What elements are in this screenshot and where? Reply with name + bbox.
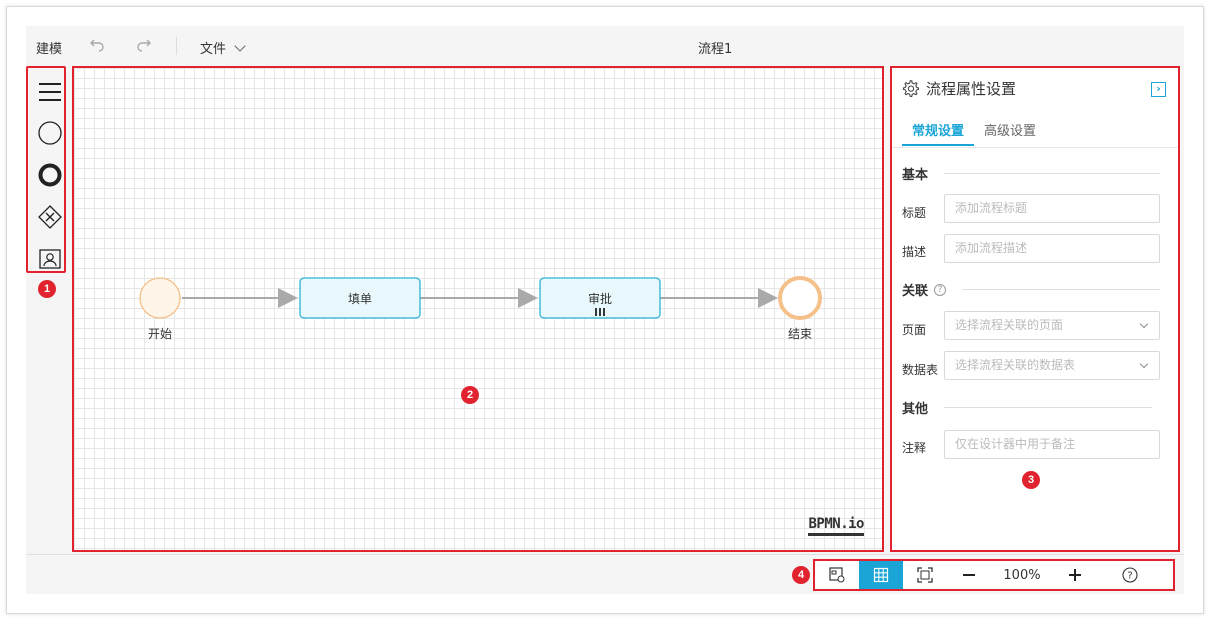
annotation-badge-1: 1	[38, 280, 56, 298]
section-divider	[944, 173, 1161, 174]
description-input[interactable]	[955, 241, 1149, 255]
end-event-label: 结束	[787, 327, 812, 341]
zoom-in-icon[interactable]	[1053, 561, 1097, 589]
note-field[interactable]	[944, 430, 1160, 459]
zoom-out-icon[interactable]	[947, 561, 991, 589]
annotation-badge-4: 4	[792, 566, 810, 584]
minimap-icon[interactable]	[815, 561, 859, 589]
description-field[interactable]	[944, 234, 1160, 263]
zoom-controls: 100% ?	[813, 559, 1175, 591]
file-menu-label: 文件	[200, 42, 227, 57]
panel-header: 流程属性设置	[902, 78, 1016, 99]
annotation-badge-2: 2	[461, 386, 479, 404]
start-event-icon[interactable]	[38, 121, 62, 145]
page-select[interactable]: 选择流程关联的页面	[944, 311, 1160, 340]
properties-panel: 流程属性设置 › 常规设置 高级设置 基本 标题 描述 关联 ? 页面 选择流程…	[890, 66, 1180, 552]
section-other-label: 其他	[902, 402, 929, 417]
document-title: 流程1	[698, 42, 733, 57]
bpmn-io-logo[interactable]: BPMN.io	[808, 516, 864, 536]
start-event-label: 开始	[147, 327, 172, 341]
palette-highlight	[26, 66, 66, 273]
exclusive-gateway-icon[interactable]	[38, 205, 62, 229]
section-basic: 基本	[902, 164, 1161, 183]
help-icon[interactable]: ?	[1097, 561, 1163, 589]
help-icon[interactable]: ?	[934, 283, 947, 296]
diagram-canvas[interactable]: 开始 填单 审批 结束 2 BPMN.io	[72, 66, 884, 552]
end-event	[778, 276, 822, 320]
tab-general-settings[interactable]: 常规设置	[902, 112, 975, 146]
collapse-panel-icon[interactable]: ›	[1151, 82, 1166, 97]
task-approve	[539, 277, 661, 319]
top-bar: 建模 文件 流程1	[26, 26, 1184, 66]
title-label: 标题	[902, 206, 927, 220]
toolbar-divider	[176, 37, 177, 55]
chevron-down-icon	[1139, 359, 1149, 369]
page-label: 页面	[902, 323, 927, 337]
file-menu[interactable]: 文件	[200, 38, 246, 57]
data-table-label: 数据表	[902, 363, 939, 377]
annotation-badge-3: 3	[1022, 471, 1040, 489]
data-table-select[interactable]: 选择流程关联的数据表	[944, 351, 1160, 380]
page-select-placeholder: 选择流程关联的页面	[955, 318, 1064, 332]
user-task-icon[interactable]	[38, 247, 62, 271]
title-input[interactable]	[955, 201, 1149, 215]
hand-menu-icon[interactable]	[38, 80, 62, 104]
svg-text:?: ?	[1127, 571, 1132, 582]
section-other: 其他	[902, 398, 1153, 417]
redo-icon[interactable]	[135, 36, 153, 54]
undo-icon[interactable]	[88, 36, 106, 54]
process-diagram	[139, 276, 822, 320]
start-event	[139, 277, 181, 319]
section-relation: 关联 ?	[902, 280, 1161, 299]
panel-title: 流程属性设置	[926, 80, 1017, 98]
task-fill	[299, 277, 421, 319]
task-approve-label: 审批	[587, 292, 612, 306]
gear-icon	[902, 79, 920, 97]
modeler-title: 建模	[36, 42, 63, 57]
chevron-down-icon	[1139, 319, 1149, 329]
description-label: 描述	[902, 245, 927, 259]
tab-advanced-settings[interactable]: 高级设置	[984, 124, 1037, 139]
bpmn-modeler: 建模 文件 流程1	[26, 26, 1184, 594]
note-label: 注释	[902, 441, 927, 455]
grid-toggle-icon[interactable]	[859, 561, 903, 589]
bottom-toolbar: 4 100% ?	[26, 554, 1184, 594]
panel-tabs: 常规设置 高级设置	[902, 112, 1162, 146]
tabs-divider	[892, 147, 1178, 148]
data-table-select-placeholder: 选择流程关联的数据表	[955, 358, 1076, 372]
section-divider	[962, 289, 1161, 290]
fit-viewport-icon[interactable]	[903, 561, 947, 589]
title-field[interactable]	[944, 194, 1160, 223]
multi-instance-marker	[595, 308, 605, 316]
tool-palette: 1	[26, 66, 70, 554]
note-input[interactable]	[955, 437, 1149, 451]
task-fill-label: 填单	[347, 292, 372, 306]
section-relation-label: 关联	[902, 284, 929, 299]
zoom-level: 100%	[1003, 567, 1041, 583]
section-divider	[944, 407, 1153, 408]
end-event-icon[interactable]	[38, 163, 62, 187]
chevron-down-icon	[234, 39, 246, 52]
section-basic-label: 基本	[902, 168, 929, 183]
